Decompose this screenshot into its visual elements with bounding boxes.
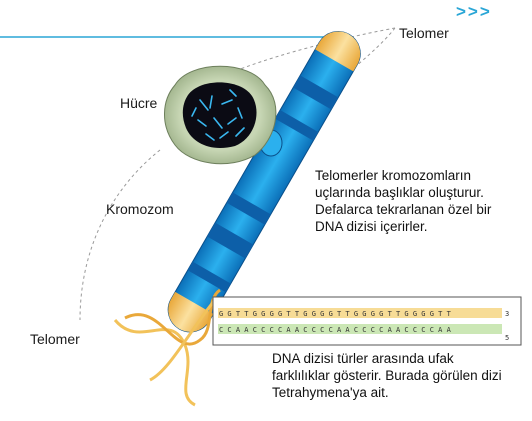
bottom-strand-end: 5 bbox=[505, 334, 509, 342]
label-telomer-top: Telomer bbox=[399, 25, 449, 42]
sequence-description: DNA dizisi türler arasında ufak farklılı… bbox=[272, 351, 532, 402]
sequence-box: G G T T G G G G T T G G G G T T G G G G … bbox=[213, 297, 521, 345]
telomere-description: Telomerler kromozomların uçlarında başlı… bbox=[315, 168, 525, 236]
label-cell: Hücre bbox=[120, 95, 157, 112]
top-strand-text: G G T T G G G G T T G G G G T T G G G G … bbox=[219, 310, 452, 318]
desc-line: DNA dizisi içerirler. bbox=[315, 219, 525, 236]
bottom-strand-text: C C A A C C C C A A C C C C A A C C C C … bbox=[219, 326, 452, 334]
desc-line: Telomerler kromozomların bbox=[315, 168, 525, 185]
desc-line: farklılıklar gösterir. Burada görülen di… bbox=[272, 368, 532, 385]
label-chromosome: Kromozom bbox=[106, 201, 174, 218]
label-telomer-bottom: Telomer bbox=[30, 331, 80, 348]
desc-line: Tetrahymena'ya ait. bbox=[272, 385, 532, 402]
desc-line: Defalarca tekrarlanan özel bir bbox=[315, 202, 525, 219]
cell bbox=[164, 66, 275, 163]
desc-line: uçlarında başlıklar oluşturur. bbox=[315, 185, 525, 202]
next-arrows[interactable]: >>> bbox=[456, 2, 492, 22]
top-strand-end: 3 bbox=[505, 310, 509, 318]
desc-line: DNA dizisi türler arasında ufak bbox=[272, 351, 532, 368]
